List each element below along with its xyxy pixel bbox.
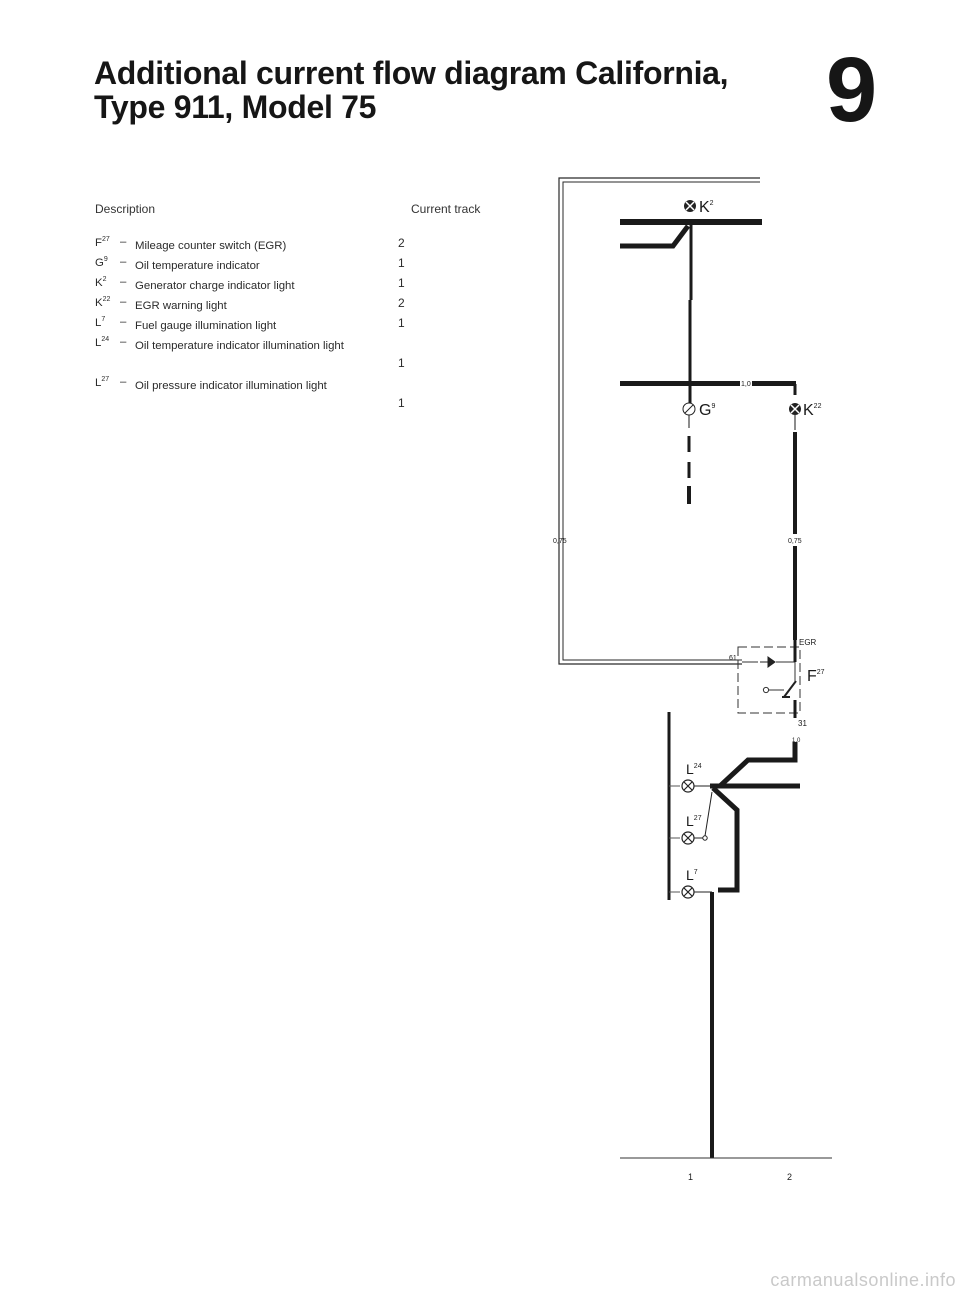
section-number: 9: [826, 39, 878, 141]
legend-code: L7: [95, 316, 106, 329]
l24-label: L24: [686, 761, 702, 777]
top-cross-wire: [620, 381, 797, 395]
k22-label: K22: [803, 402, 822, 419]
ground-wire: [710, 742, 800, 1158]
legend-description: Mileage counter switch (EGR): [135, 240, 287, 252]
bottom-wire-label: 1,0: [792, 738, 801, 744]
k2-label: K2: [699, 199, 714, 216]
legend-description: Oil pressure indicator illumination ligh…: [135, 380, 327, 392]
current-track-1: 1: [688, 1172, 693, 1182]
legend-track-header: Current track: [411, 202, 481, 216]
legend-list: F27 – Mileage counter switch (EGR) 2 G9 …: [95, 236, 435, 416]
legend-item-k2: K2 – Generator charge indicator light 1: [95, 276, 435, 296]
legend-code: L27: [95, 376, 110, 389]
k22-symbol: [789, 403, 801, 415]
legend-item-k22: K22 – EGR warning light 2: [95, 296, 435, 316]
watermark: carmanualsonline.info: [770, 1270, 956, 1290]
k2-symbol: [684, 200, 696, 212]
legend-track: 1: [398, 316, 405, 330]
left-return-wire: [558, 177, 760, 665]
lamp-feed-wire: [667, 712, 680, 900]
legend-description: Oil temperature indicator: [135, 260, 260, 272]
legend-item-l27: L27 – Oil pressure indicator illuminatio…: [95, 376, 405, 410]
title-line-1: Additional current flow diagram Californ…: [94, 55, 729, 91]
g9-label: G9: [699, 402, 715, 419]
legend-code: L24: [95, 336, 110, 349]
current-track-2: 2: [787, 1172, 792, 1182]
title-line-2: Type 911, Model 75: [94, 89, 377, 125]
legend-track: 1: [398, 276, 405, 290]
legend-description: Generator charge indicator light: [135, 280, 295, 292]
g9-symbol: [682, 386, 696, 504]
legend-item-l7: L7 – Fuel gauge illumination light 1: [95, 316, 435, 336]
legend-description: EGR warning light: [135, 300, 227, 312]
f27-label: F27: [807, 668, 825, 685]
right-wire-label: 0,75: [788, 538, 802, 545]
terminal-61-label: 61: [729, 655, 737, 662]
legend-code: F27: [95, 236, 110, 249]
legend-description: Oil temperature indicator illumination l…: [135, 340, 344, 352]
left-wire-label: 0,75: [553, 538, 567, 545]
l7-lamp-icon: [681, 885, 712, 899]
legend-track: 1: [398, 356, 405, 370]
legend-track: 2: [398, 236, 405, 250]
legend-code: K2: [95, 276, 107, 289]
legend-item-l24: L24 – Oil temperature indicator illumina…: [95, 336, 405, 370]
legend-code: G9: [95, 256, 108, 269]
legend-track: 1: [398, 396, 405, 410]
legend-item-f27: F27 – Mileage counter switch (EGR) 2: [95, 236, 435, 256]
f27-switch: [737, 640, 801, 718]
legend-description-header: Description: [95, 202, 156, 216]
legend-item-g9: G9 – Oil temperature indicator 1: [95, 256, 435, 276]
l24-lamp-icon: [681, 779, 712, 793]
l27-lamp-icon: [681, 791, 713, 845]
legend-track: 2: [398, 296, 405, 310]
l7-label: L7: [686, 867, 698, 883]
k2-wire: [620, 219, 762, 382]
egr-label: EGR: [799, 638, 817, 647]
top-wire-label: 1,0: [741, 381, 751, 388]
legend-track: 1: [398, 256, 405, 270]
legend-description: Fuel gauge illumination light: [135, 320, 277, 332]
terminal-31-label: 31: [798, 719, 807, 728]
l27-label: L27: [686, 813, 702, 829]
page-title: Additional current flow diagram Californ…: [94, 55, 729, 125]
legend-code: K22: [95, 296, 111, 309]
